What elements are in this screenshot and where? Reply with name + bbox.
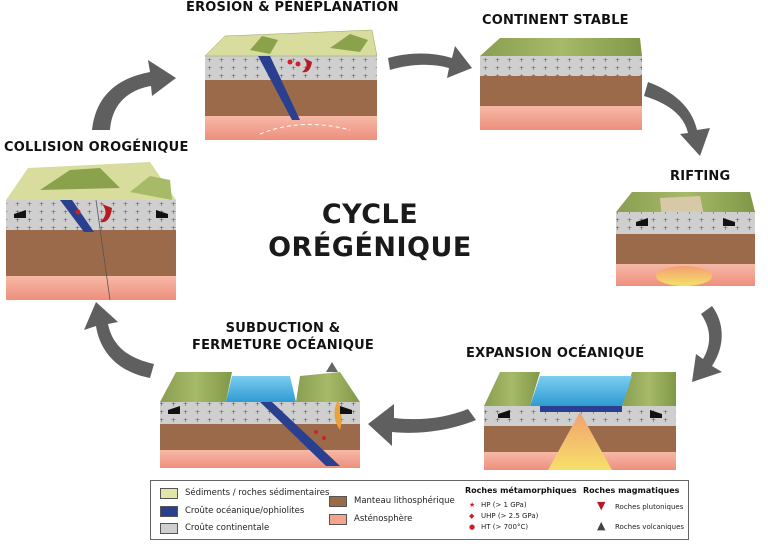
stage-title-collision: COLLISION OROGÉNIQUE xyxy=(4,140,189,155)
volcano-icon: ▲ xyxy=(597,519,606,532)
legend-swatch-sediments xyxy=(160,488,178,499)
pluton-icon: ▼ xyxy=(597,499,606,512)
cycle-title: CYCLE ORÉGÉNIQUE xyxy=(250,198,490,264)
stage-title-rifting: RIFTING xyxy=(670,169,731,184)
block-continent-stable xyxy=(480,38,642,130)
block-erosion xyxy=(204,29,378,140)
legend-label-uhp: UHP (> 2.5 GPa) xyxy=(481,512,539,520)
cycle-arrows xyxy=(84,46,722,446)
dot-icon: ● xyxy=(469,523,476,531)
arrow-collision-to-erosion xyxy=(92,60,176,130)
stage-title-subduction-line2: FERMETURE OCÉANIQUE xyxy=(192,338,374,353)
stage-title-expansion: EXPANSION OCÉANIQUE xyxy=(466,346,645,361)
legend-label-volcanic: Roches volcaniques xyxy=(615,523,685,531)
legend-label-asthenosphere: Asténosphère xyxy=(354,514,413,524)
diamond-icon: ◆ xyxy=(469,512,475,520)
block-subduction xyxy=(160,362,360,468)
legend-swatch-oceanic-crust xyxy=(160,506,178,517)
legend-swatch-asthenosphere xyxy=(329,514,347,525)
block-rifting xyxy=(616,192,755,286)
stage-title-subduction-line1: SUBDUCTION & xyxy=(225,321,341,336)
legend: Sédiments / roches sédimentaires Croûte … xyxy=(150,480,689,540)
arrow-subduction-to-collision xyxy=(84,302,154,378)
legend-label-plutonic: Roches plutoniques xyxy=(615,503,684,511)
arrow-erosion-to-stable xyxy=(388,46,472,78)
stage-title-subduction: SUBDUCTION & FERMETURE OCÉANIQUE xyxy=(192,320,374,354)
cycle-title-line2: ORÉGÉNIQUE xyxy=(268,232,472,263)
arrow-stable-to-rifting xyxy=(644,82,710,156)
legend-swatch-mantle xyxy=(329,496,347,507)
stage-title-erosion: ÉROSION & PÉNÉPLANATION xyxy=(186,0,399,15)
block-expansion xyxy=(484,372,676,470)
star-icon: ★ xyxy=(469,501,476,509)
legend-label-hp: HP (> 1 GPa) xyxy=(481,501,527,509)
legend-label-mantle: Manteau lithosphérique xyxy=(354,496,455,506)
legend-swatch-continental-crust xyxy=(160,523,178,534)
legend-label-oceanic-crust: Croûte océanique/ophiolites xyxy=(185,506,305,516)
legend-label-sediments: Sédiments / roches sédimentaires xyxy=(185,488,330,498)
legend-header-metamorphic: Roches métamorphiques xyxy=(465,486,577,495)
arrow-expansion-to-subduction xyxy=(368,404,476,446)
legend-label-ht: HT (> 700°C) xyxy=(481,523,529,531)
arrow-rifting-to-expansion xyxy=(692,306,722,382)
block-collision xyxy=(6,162,176,301)
legend-header-magmatic: Roches magmatiques xyxy=(583,486,680,495)
stage-title-continent-stable: CONTINENT STABLE xyxy=(482,13,629,28)
cycle-title-line1: CYCLE xyxy=(321,199,419,230)
legend-label-continental-crust: Croûte continentale xyxy=(185,523,270,533)
